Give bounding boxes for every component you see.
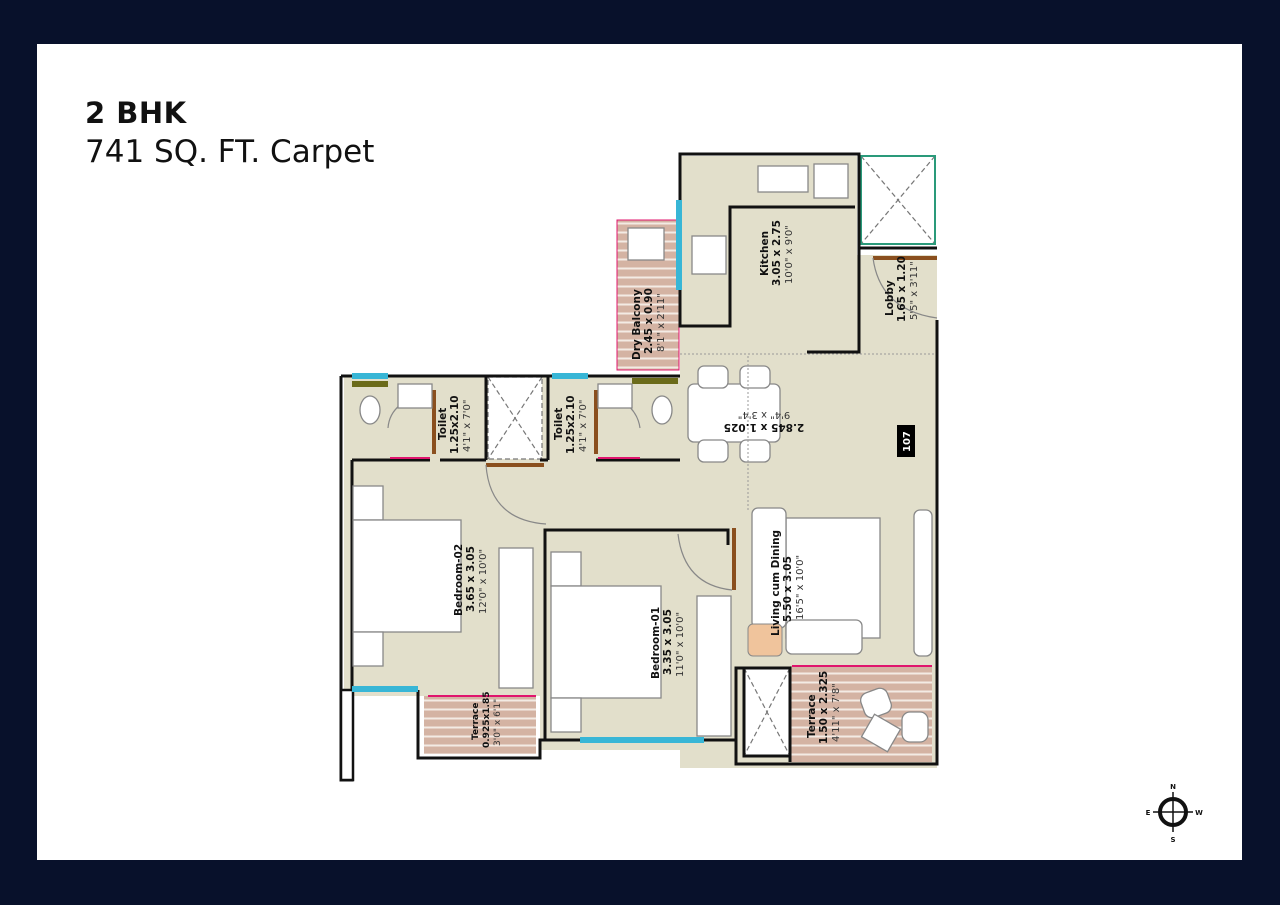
svg-text:1.65 x 1.20: 1.65 x 1.20 — [896, 256, 908, 322]
svg-text:Terrace: Terrace — [806, 694, 818, 738]
svg-text:4'1" x 7'0": 4'1" x 7'0" — [578, 400, 589, 452]
plan-title: 2 BHK — [85, 96, 187, 130]
svg-text:9'4" x 3'4": 9'4" x 3'4" — [738, 409, 790, 420]
svg-text:0.925x1.85: 0.925x1.85 — [482, 692, 492, 748]
svg-text:8'1" x 2'11": 8'1" x 2'11" — [656, 293, 667, 352]
svg-text:Living cum Dining: Living cum Dining — [770, 530, 782, 636]
fixtures — [352, 163, 933, 753]
svg-text:1.25x2.10: 1.25x2.10 — [565, 395, 577, 454]
svg-text:Terrace: Terrace — [471, 703, 481, 740]
plan-area: 741 SQ. FT. Carpet — [85, 134, 375, 170]
svg-text:16'5" x 10'0": 16'5" x 10'0" — [795, 555, 806, 620]
room-label-toilet-1: Toilet 1.25x2.10 4'1" x 7'0" — [437, 395, 473, 454]
svg-text:10'0" x 9'0": 10'0" x 9'0" — [784, 225, 795, 284]
svg-text:3.35 x 3.05: 3.35 x 3.05 — [662, 609, 674, 675]
svg-text:3'0" x 6'1": 3'0" x 6'1" — [493, 699, 503, 746]
windows — [352, 200, 704, 743]
room-label-dry-balcony: Dry Balcony 2.45 x 0.90 8'1" x 2'11" — [631, 288, 667, 360]
svg-text:Kitchen: Kitchen — [759, 231, 771, 276]
room-label-terrace-2: Terrace 0.925x1.85 3'0" x 6'1" — [471, 692, 503, 748]
svg-text:S: S — [1170, 836, 1175, 844]
svg-text:W: W — [1195, 809, 1203, 817]
armchair — [747, 623, 783, 657]
svg-text:Toilet: Toilet — [553, 408, 565, 440]
svg-text:1.25x2.10: 1.25x2.10 — [449, 395, 461, 454]
room-label-living: Living cum Dining 5.50 x 3.05 16'5" x 10… — [770, 530, 806, 636]
room-label-terrace-1: Terrace 1.50 x 2.325 4'11" x 7'8" — [806, 671, 842, 744]
unit-badge — [897, 425, 915, 457]
svg-text:4'11" x 7'8": 4'11" x 7'8" — [831, 683, 842, 742]
svg-text:2.45 x 0.90: 2.45 x 0.90 — [643, 288, 655, 354]
room-label-toilet-2: Toilet 1.25x2.10 4'1" x 7'0" — [553, 395, 589, 454]
terrace-2-deck — [424, 696, 536, 754]
svg-text:2.845 x 1.025: 2.845 x 1.025 — [724, 421, 805, 433]
svg-text:3.05 x 2.75: 3.05 x 2.75 — [771, 220, 783, 286]
svg-text:N: N — [1170, 783, 1176, 791]
unit-number: 107 — [902, 431, 913, 452]
svg-text:Lobby: Lobby — [884, 280, 896, 316]
svg-text:Toilet: Toilet — [437, 408, 449, 440]
svg-text:E: E — [1146, 809, 1151, 817]
compass-icon: N S E W — [1146, 783, 1204, 844]
walls — [339, 152, 939, 782]
svg-text:Bedroom-02: Bedroom-02 — [453, 544, 465, 616]
svg-text:4'1" x 7'0": 4'1" x 7'0" — [462, 400, 473, 452]
room-label-bedroom-02: Bedroom-02 3.65 x 3.05 12'0" x 10'0" — [453, 544, 489, 616]
svg-text:Dry Balcony: Dry Balcony — [631, 289, 643, 360]
room-label-dining: 9'4" x 3'4" 2.845 x 1.025 — [724, 409, 805, 433]
room-label-lobby: Lobby 1.65 x 1.20 5'5" x 3'11" — [884, 256, 920, 322]
svg-text:1.50 x 2.325: 1.50 x 2.325 — [818, 671, 830, 744]
svg-text:Bedroom-01: Bedroom-01 — [650, 607, 662, 679]
room-label-bedroom-01: Bedroom-01 3.35 x 3.05 11'0" x 10'0" — [650, 607, 686, 679]
svg-text:11'0" x 10'0": 11'0" x 10'0" — [675, 612, 686, 677]
svg-text:12'0" x 10'0": 12'0" x 10'0" — [478, 549, 489, 614]
thresholds — [390, 457, 932, 697]
svg-text:3.65 x 3.05: 3.65 x 3.05 — [465, 546, 477, 612]
room-label-kitchen: Kitchen 3.05 x 2.75 10'0" x 9'0" — [759, 220, 795, 286]
svg-text:5.50 x 3.05: 5.50 x 3.05 — [782, 556, 794, 622]
svg-text:5'5" x 3'11": 5'5" x 3'11" — [909, 261, 920, 320]
